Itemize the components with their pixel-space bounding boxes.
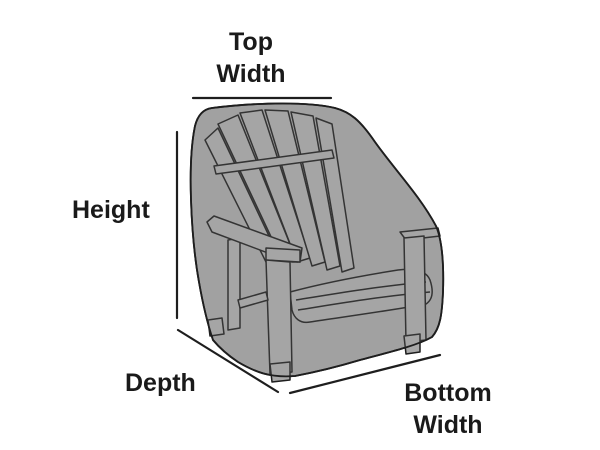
- cross-brace: [237, 291, 269, 309]
- top-width-label: Top Width: [196, 26, 306, 90]
- cover-outline: [189, 102, 445, 378]
- seat: [289, 268, 433, 324]
- bottom-width-label-line2: Width: [413, 411, 483, 439]
- depth-line: [176, 328, 280, 394]
- bottom-width-label: Bottom Width: [388, 377, 508, 441]
- height-label: Height: [72, 194, 150, 226]
- bottom-width-label-line1: Bottom: [404, 379, 492, 407]
- back-brace: [213, 149, 335, 175]
- depth-label-text: Depth: [125, 369, 196, 397]
- left-armrest-front: [265, 247, 301, 263]
- top-width-label-line1: Top: [229, 28, 273, 56]
- height-label-text: Height: [72, 196, 150, 224]
- dimension-lines: [175, 96, 442, 395]
- top-width-label-line2: Width: [216, 60, 286, 88]
- bottom-width-line: [288, 353, 442, 395]
- back-slat: [290, 111, 341, 271]
- front-left-leg: [265, 259, 293, 375]
- depth-label: Depth: [125, 367, 196, 399]
